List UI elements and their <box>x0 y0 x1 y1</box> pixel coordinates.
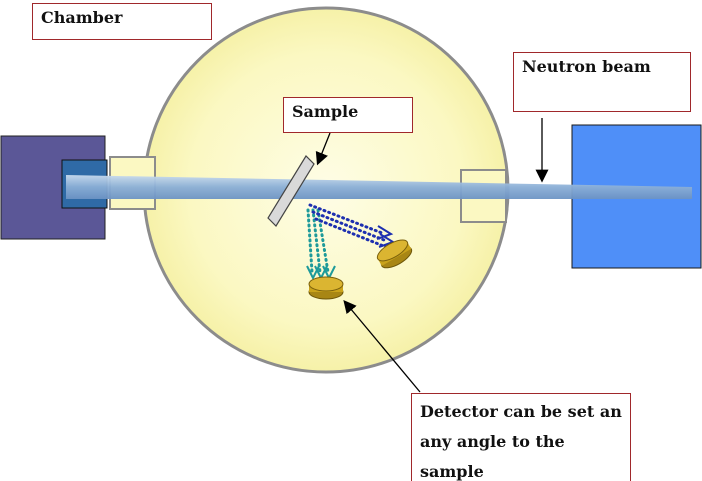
neutron-beam <box>66 175 692 199</box>
chamber-label: Chamber <box>32 3 212 40</box>
sample-pointer-arrow <box>315 132 331 166</box>
detector-1 <box>308 276 344 300</box>
sample-plate <box>267 155 315 227</box>
sample-label: Sample <box>283 97 413 133</box>
detector-2 <box>376 239 413 269</box>
detector-label: Detector can be set an any angle to the … <box>411 393 631 481</box>
detector-pointer-arrow <box>343 300 421 393</box>
neutron-beam-label: Neutron beam <box>513 52 691 112</box>
